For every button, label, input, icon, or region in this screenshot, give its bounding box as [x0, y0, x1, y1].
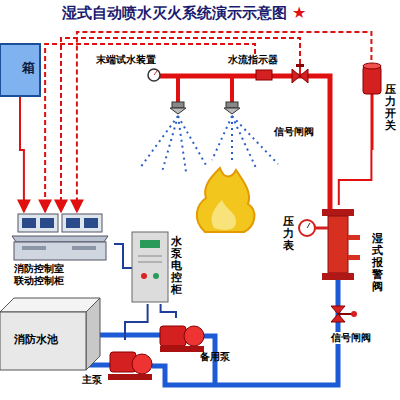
control-wire [114, 244, 132, 268]
node-label: 湿式报警阀 [372, 233, 383, 293]
diagram-title: 湿式自动喷水灭火系统演示示意图 [62, 5, 287, 22]
water-spray [140, 116, 278, 172]
water-flow-indicator: 水流指示器 [226, 54, 284, 82]
node-label: 消防控制室 联动控制柜 [12, 263, 66, 286]
node-label: 末端试水装置 [96, 54, 156, 66]
signal-gate-valve: 信号闸阀 [328, 300, 390, 348]
water-tank: 箱 [0, 44, 40, 96]
end-test-device: 末端试水装置 [96, 54, 162, 82]
node-label: 压力表 [283, 216, 294, 252]
control-wire [161, 304, 176, 318]
node-label: 主泵 [82, 374, 102, 386]
fire-water-pool: 消防水池 [0, 298, 100, 370]
pressure-switch: 压力开关 [360, 60, 398, 150]
signal-line [20, 96, 24, 212]
control-wire [125, 304, 148, 340]
wet-alarm-valve: 湿式报警阀 [320, 205, 395, 300]
node-label: 信号闸阀 [274, 126, 314, 138]
control-cabinet: 消防控制室 联动控制柜 [8, 212, 114, 292]
node-label: 水流指示器 [228, 54, 278, 66]
node-label: 箱 [22, 61, 35, 76]
signal-gate-valve: 信号闸阀 [270, 64, 320, 142]
signal-line [61, 38, 300, 212]
fire [197, 168, 255, 232]
node-label: 信号闸阀 [330, 332, 372, 344]
pump-control-cabinet: 水泵电控柜 [132, 232, 184, 304]
main-pump: 主泵 [80, 340, 155, 388]
node-label: 水泵电控柜 [171, 236, 182, 296]
drop-pipe [176, 76, 180, 104]
node-label: 消防水池 [14, 334, 58, 347]
signal-line [339, 150, 372, 205]
wet-alarm-valve-symbol [320, 205, 395, 300]
fire-core [212, 200, 236, 230]
backup-pump: 备用泵 [160, 318, 240, 364]
pressure-gauge: 压力表 [283, 214, 319, 258]
drop-pipe [230, 76, 234, 104]
star-mark: ★ [292, 4, 306, 22]
node-label: 压力开关 [385, 84, 396, 132]
node-label: 备用泵 [200, 351, 230, 363]
sprinkler-head [170, 102, 240, 114]
signal-line [77, 32, 372, 212]
